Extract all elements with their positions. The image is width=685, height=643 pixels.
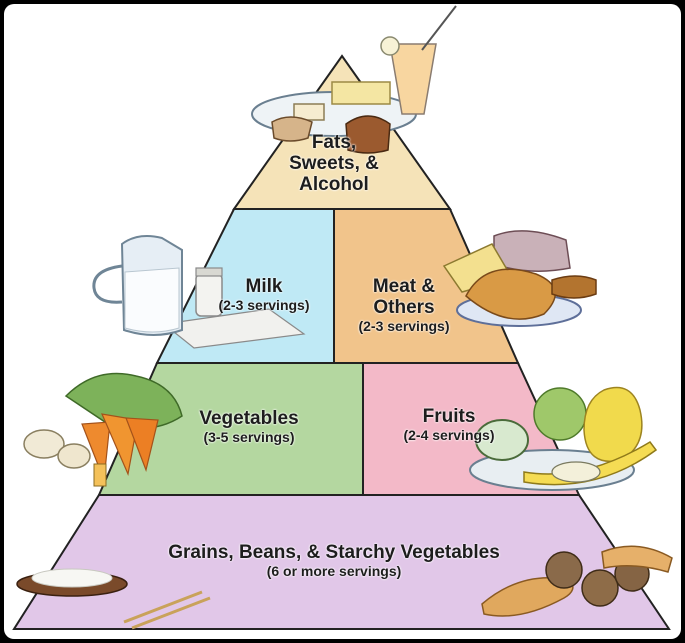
grains-illustration [16, 545, 673, 630]
food-pyramid: Fats, Sweets, & Alcohol Milk (2-3 servin… [4, 4, 681, 639]
meat-servings: (2-3 servings) [358, 318, 450, 334]
sweets-illustration [251, 5, 457, 154]
fats-title-line2: Sweets, & [289, 153, 379, 174]
vegetables-servings: (3-5 servings) [203, 429, 295, 445]
fruits-title: Fruits [422, 406, 476, 427]
fats-title-line1: Fats, [311, 132, 357, 153]
vegetables-title: Vegetables [199, 408, 299, 429]
grains-label: Grains, Beans, & Starchy Vegetables (6 o… [114, 542, 554, 579]
fats-label: Fats, Sweets, & Alcohol [259, 132, 409, 195]
meat-title-line1: Meat & [372, 276, 436, 297]
meat-illustration [442, 230, 597, 327]
milk-illustration [92, 235, 306, 349]
fruits-illustration [469, 386, 658, 491]
milk-label: Milk (2-3 servings) [194, 276, 334, 313]
fruits-servings: (2-4 servings) [403, 427, 495, 443]
vegetables-label: Vegetables (3-5 servings) [164, 408, 334, 445]
vegetables-illustration [23, 372, 183, 487]
meat-title-line2: Others [373, 297, 435, 318]
milk-servings: (2-3 servings) [218, 297, 310, 313]
meat-label: Meat & Others (2-3 servings) [334, 276, 474, 334]
grains-title: Grains, Beans, & Starchy Vegetables [168, 542, 500, 563]
fats-title-line3: Alcohol [299, 174, 369, 195]
fruits-label: Fruits (2-4 servings) [379, 406, 519, 443]
pyramid-graphic [12, 5, 673, 630]
milk-title: Milk [245, 276, 283, 297]
grains-servings: (6 or more servings) [266, 563, 402, 579]
